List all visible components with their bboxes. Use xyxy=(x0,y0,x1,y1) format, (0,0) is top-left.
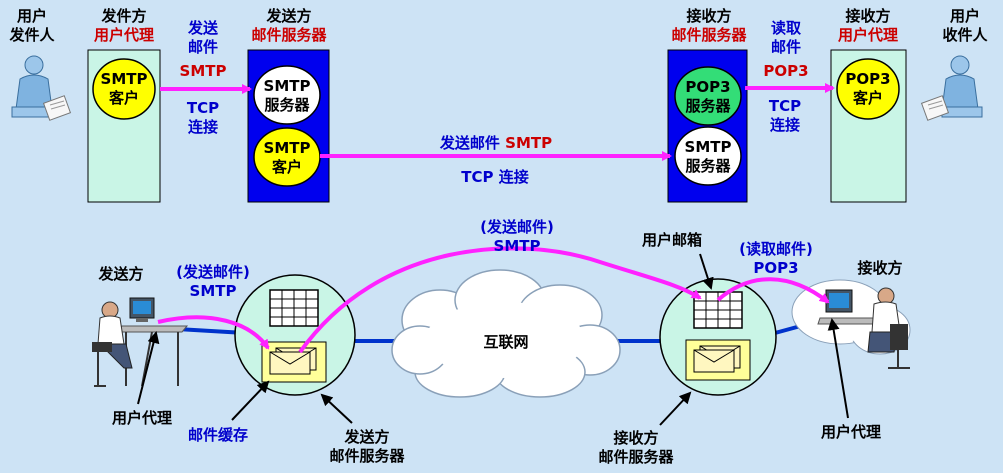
send-mail-label: 发送邮件 xyxy=(187,19,219,56)
sender-user-label: 用户发件人 xyxy=(9,7,55,44)
server-to-server-arrow xyxy=(298,246,702,354)
send-mail-protocol: SMTP xyxy=(179,62,227,80)
bottom-relay-note: (发送邮件)SMTP xyxy=(480,218,554,255)
relay-label: 发送邮件 SMTP xyxy=(439,134,553,152)
pointer-receiver-server xyxy=(659,391,692,426)
pop3-client-circle xyxy=(836,58,900,120)
mail-envelope-icon-receiver xyxy=(685,339,751,381)
sender-agent-label: 发件方用户代理 xyxy=(93,7,155,44)
receiver-server-label: 接收方邮件服务器 xyxy=(671,7,747,44)
receiver-workstation-icon xyxy=(817,287,910,369)
receiver-person-icon xyxy=(920,55,983,121)
agent-left-label: 用户代理 xyxy=(111,409,173,427)
pointer-sender-server xyxy=(320,393,353,424)
mailbox-label: 用户邮箱 xyxy=(641,231,703,249)
bottom-receiver-label: 接收方 xyxy=(857,259,903,277)
read-mail-protocol: POP3 xyxy=(763,62,809,80)
internet-label: 互联网 xyxy=(483,333,529,351)
pop3-server-circle xyxy=(674,66,742,126)
relay-tcp-label: TCP 连接 xyxy=(461,168,529,186)
mailbox-grid-icon xyxy=(269,289,319,327)
bottom-read-note: (读取邮件)POP3 xyxy=(739,240,813,277)
read-mail-label: 读取邮件 xyxy=(770,19,802,56)
sender-person-icon xyxy=(11,55,72,121)
bottom-sender-label: 发送方 xyxy=(98,265,144,283)
receiver-user-label: 用户收件人 xyxy=(942,7,988,44)
pointer-mail-cache xyxy=(231,380,270,421)
mail-envelope-icon xyxy=(261,341,327,383)
sender-server-label: 发送方邮件服务器 xyxy=(251,7,327,44)
mail-cache-label: 邮件缓存 xyxy=(187,426,249,444)
sender-server-bottom-label: 发送方邮件服务器 xyxy=(329,428,405,465)
internet-cloud-icon xyxy=(391,269,621,398)
receiver-server-bottom-label: 接收方邮件服务器 xyxy=(598,429,674,466)
smtp-server-circle-receiver xyxy=(674,126,742,186)
read-mailbox-arrow xyxy=(716,277,830,304)
pointer-agent-left xyxy=(137,331,160,405)
smtp-server-circle xyxy=(253,65,321,125)
receiver-agent-label: 接收方用户代理 xyxy=(837,7,899,44)
pointer-agent-right xyxy=(827,318,849,419)
bottom-send-note: (发送邮件)SMTP xyxy=(176,263,250,300)
agent-right-label: 用户代理 xyxy=(820,423,882,441)
send-to-server-arrow xyxy=(157,315,270,350)
smtp-client-circle xyxy=(92,58,156,120)
sender-workstation-icon xyxy=(92,297,189,387)
pointer-mailbox xyxy=(699,253,714,290)
